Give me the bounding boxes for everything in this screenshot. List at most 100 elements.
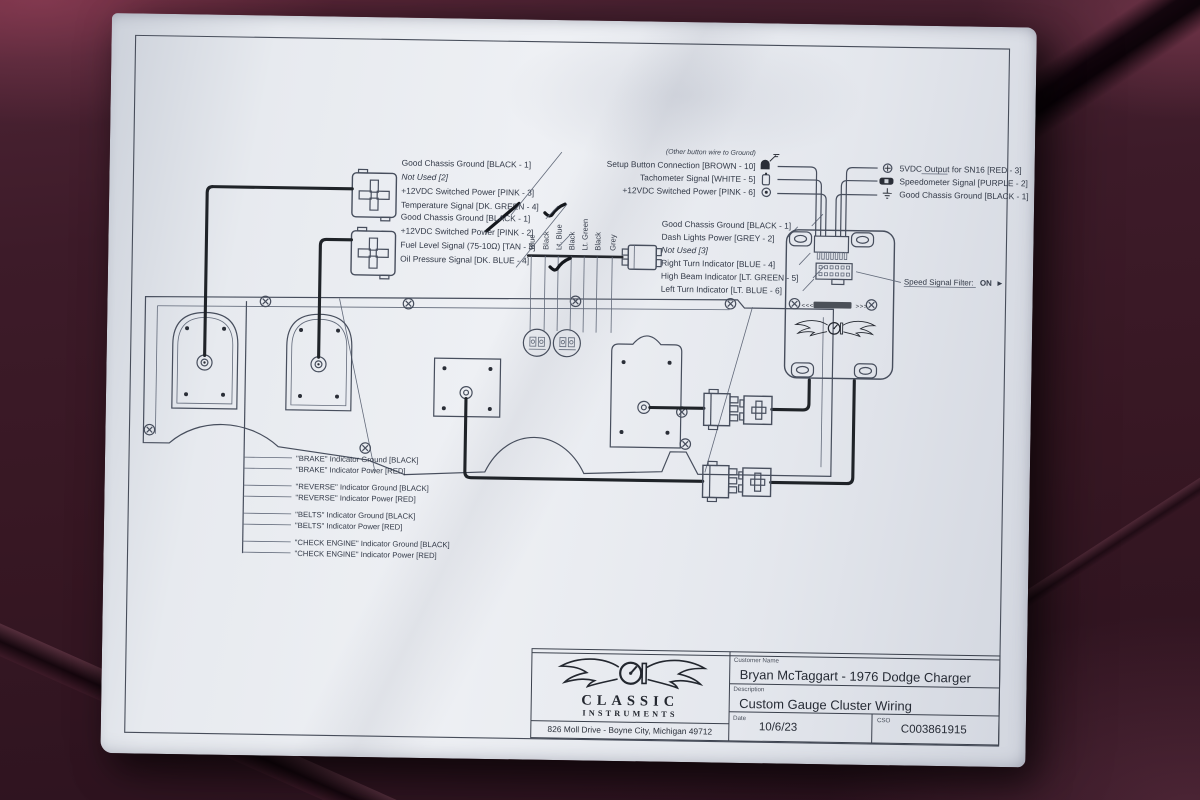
clock-connector-pair xyxy=(701,460,772,504)
wire-color-label: Lt. Green xyxy=(580,219,589,251)
cso-label: CSO xyxy=(877,717,891,724)
plus-circle-icon xyxy=(882,163,893,174)
date-label: Date xyxy=(733,715,747,722)
classic-instruments-logo xyxy=(559,657,706,690)
wiring-diagram: Blue Black Lt. Blue Black Lt. Green Blac… xyxy=(124,34,1029,747)
speed-filter-label: Speed Signal Filter: xyxy=(904,277,974,287)
customer-name-value: Bryan McTaggart - 1976 Dodge Charger xyxy=(740,667,972,686)
leader-line xyxy=(515,203,568,268)
label-indicator-row: High Beam Indicator [LT. GREEN - 5] xyxy=(661,271,799,283)
underline xyxy=(903,286,976,289)
brand-name-line1: CLASSIC xyxy=(581,692,679,710)
pen-checkmark xyxy=(548,256,572,272)
sn16-module: <<< >>> xyxy=(783,229,896,380)
pen-checkmark xyxy=(485,201,521,233)
module-arrows-right: >>> xyxy=(855,303,867,310)
label-block-setup: (Other button wire to Ground) Setup Butt… xyxy=(607,149,780,198)
leader-slash xyxy=(558,233,571,248)
label-temp-row: +12VDC Switched Power [PINK - 3] xyxy=(401,186,534,198)
lamp-label: "BELTS" Indicator Ground [BLACK] xyxy=(295,510,415,521)
lamp-label: "BRAKE" Indicator Ground [BLACK] xyxy=(296,454,419,465)
power-dot-icon xyxy=(761,187,772,198)
label-block-output: 5VDC Output for SN16 [RED - 3] Speedomet… xyxy=(879,163,1029,201)
turn-signal-connector xyxy=(621,244,662,271)
module-top-connector xyxy=(813,235,850,254)
lamp-label: "BELTS" Indicator Power [RED] xyxy=(295,521,403,532)
battery-icon xyxy=(761,172,771,186)
module-plug xyxy=(815,262,853,286)
module-pin-comb xyxy=(816,251,848,260)
wire-color-labels: Blue Black Lt. Blue Black Lt. Green Blac… xyxy=(527,219,617,251)
label-temp-row: Temperature Signal [DK. GREEN - 4] xyxy=(401,200,539,212)
drawing-border-frame xyxy=(124,34,1011,747)
indicator-harness xyxy=(529,255,613,333)
wire-color-label: Blue xyxy=(527,234,536,249)
label-setup-row: Tachometer Signal [WHITE - 5] xyxy=(640,172,756,184)
label-block-temp: Good Chassis Ground [BLACK - 1] Not Used… xyxy=(401,158,567,233)
module-screw xyxy=(788,297,801,310)
module-arrows-left: <<< xyxy=(801,302,813,309)
label-temp-row: Good Chassis Ground [BLACK - 1] xyxy=(402,158,532,170)
lamp-label-block: "BRAKE" Indicator Ground [BLACK] "BRAKE"… xyxy=(241,301,450,560)
wire-color-label: Lt. Blue xyxy=(554,224,563,250)
wire-color-label: Black xyxy=(593,232,602,251)
label-fuel-row: Good Chassis Ground [BLACK - 1] xyxy=(401,212,531,224)
description-value: Custom Gauge Cluster Wiring xyxy=(739,696,912,714)
module-label-smudge xyxy=(813,301,852,309)
lamp-label: "CHECK ENGINE" Indicator Power [RED] xyxy=(294,549,436,560)
lamp-label: "CHECK ENGINE" Indicator Ground [BLACK] xyxy=(295,538,450,549)
leader-slash xyxy=(798,252,811,266)
label-block-indicators: Good Chassis Ground [BLACK - 1] Dash Lig… xyxy=(661,213,825,296)
label-output-row: Good Chassis Ground [BLACK - 1] xyxy=(899,189,1029,201)
brand-name-line2: INSTRUMENTS xyxy=(582,708,677,718)
speed-filter-note: Speed Signal Filter: ON ► xyxy=(855,271,1004,289)
push-button-icon xyxy=(760,153,780,170)
pen-checkmark xyxy=(543,202,567,218)
cso-value: C003861915 xyxy=(901,723,967,736)
label-indicator-row: Dash Lights Power [GREY - 2] xyxy=(661,232,774,244)
label-indicator-row: Left Turn Indicator [LT. BLUE - 6] xyxy=(661,284,782,296)
ground-icon xyxy=(882,188,892,199)
customer-name-label: Customer Name xyxy=(734,657,780,665)
module-top-wires xyxy=(777,165,878,237)
gauge-cluster-outline xyxy=(142,295,835,477)
label-setup-row: Setup Button Connection [BROWN - 10] xyxy=(607,159,756,171)
label-indicator-row: Right Turn Indicator [BLUE - 4] xyxy=(661,258,775,270)
date-value: 10/6/23 xyxy=(759,721,798,734)
wire-color-label: Grey xyxy=(608,234,617,251)
leader-slash xyxy=(802,278,815,292)
speedometer-housing xyxy=(609,335,683,449)
classic-instruments-logo-small xyxy=(794,319,876,338)
label-output-row: Speedometer Signal [PURPLE - 2] xyxy=(899,176,1028,188)
label-indicator-row: Good Chassis Ground [BLACK - 1] xyxy=(662,219,792,231)
speed-filter-arrow-icon: ► xyxy=(996,279,1004,288)
lamp-label: "REVERSE" Indicator Ground [BLACK] xyxy=(296,482,429,493)
title-block: CLASSIC INSTRUMENTS 826 Moll Drive - Boy… xyxy=(530,648,1001,746)
wire-color-label: Black xyxy=(567,231,576,250)
indicator-socket-2 xyxy=(552,328,582,358)
brand-address: 826 Moll Drive - Boyne City, Michigan 49… xyxy=(547,724,712,737)
label-setup-row: +12VDC Switched Power [PINK - 6] xyxy=(622,185,755,197)
label-output-row: 5VDC Output for SN16 [RED - 3] xyxy=(900,163,1022,175)
leader-line xyxy=(855,271,901,283)
temp-gauge-connector xyxy=(351,168,398,222)
description-label: Description xyxy=(733,686,765,693)
leader-line xyxy=(510,151,563,216)
leader-slash xyxy=(545,205,559,220)
lamp-label: "BRAKE" Indicator Power [RED] xyxy=(296,465,406,476)
label-fuel-row: Fuel Level Signal (75-10Ω) [TAN - 3] xyxy=(400,240,535,252)
setup-note: (Other button wire to Ground) xyxy=(666,149,756,157)
speed-filter-value: ON xyxy=(980,279,992,288)
label-fuel-row: +12VDC Switched Power [PINK - 2] xyxy=(401,226,534,238)
label-indicator-row: Not Used [3] xyxy=(661,245,708,256)
harness-wires xyxy=(203,185,856,486)
wire-color-label: Black xyxy=(541,231,550,250)
lamp-harness-line xyxy=(241,301,248,554)
indicator-socket-1 xyxy=(522,328,552,358)
label-fuel-row: Oil Pressure Signal [DK. BLUE - 4] xyxy=(400,254,529,266)
speed-sensor-icon xyxy=(879,177,894,185)
speedometer-connector-pair xyxy=(702,388,773,432)
fuel-oil-gauge-connector xyxy=(350,226,397,280)
label-temp-row: Not Used [2] xyxy=(401,172,448,183)
